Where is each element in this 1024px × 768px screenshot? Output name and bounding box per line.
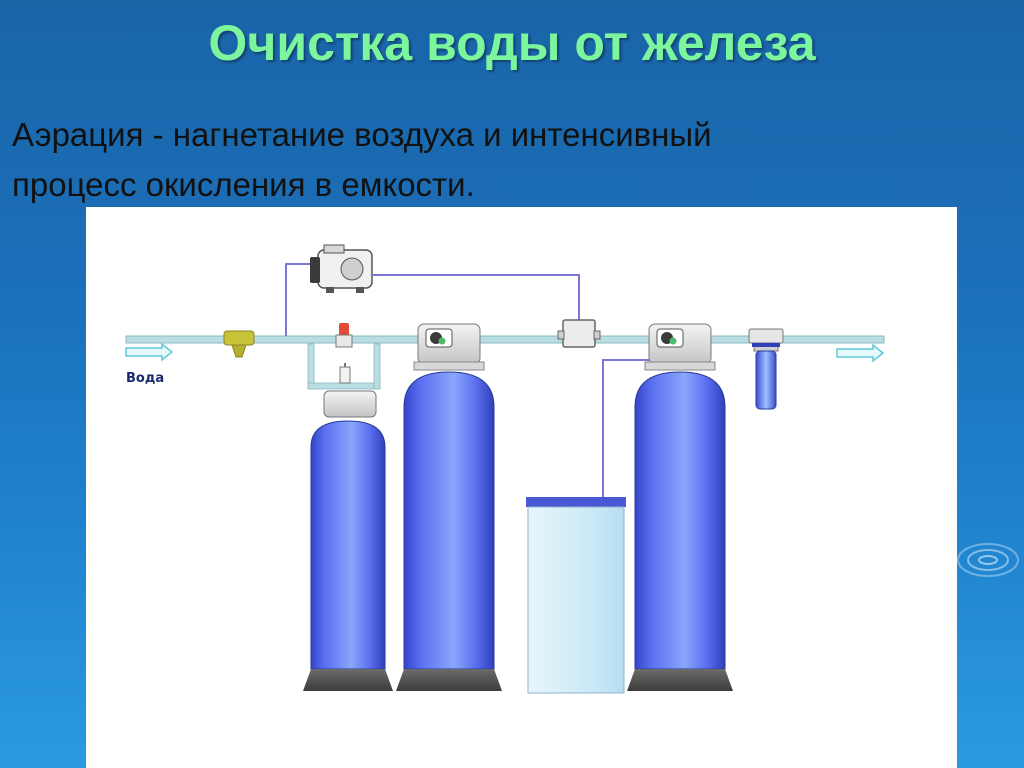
inlet-arrow bbox=[125, 342, 174, 362]
cartridge-filter bbox=[748, 328, 784, 410]
brine-tank bbox=[526, 497, 626, 694]
inlet-label: Вода bbox=[126, 371, 164, 386]
body-line-2: процесс окисления в емкости. bbox=[12, 166, 475, 203]
flow-meter bbox=[557, 319, 601, 348]
body-line-1: Аэрация - нагнетание воздуха и интенсивн… bbox=[12, 116, 712, 153]
slide-title: Очистка воды от железа bbox=[208, 15, 816, 71]
aeration-tank bbox=[303, 390, 393, 691]
aeration-injector bbox=[335, 323, 353, 384]
slide-body: Аэрация - нагнетание воздуха и интенсивн… bbox=[12, 110, 1012, 210]
strainer-valve bbox=[223, 330, 255, 358]
air-compressor bbox=[310, 244, 373, 293]
water-ripple-decoration bbox=[957, 543, 1019, 577]
air-line bbox=[285, 263, 659, 497]
water-treatment-diagram: Вода bbox=[125, 244, 885, 694]
iron-filter-tank bbox=[396, 323, 502, 691]
diagram-panel: Вода bbox=[86, 207, 957, 768]
main-pipe bbox=[125, 335, 885, 390]
softener-tank bbox=[627, 323, 733, 691]
outlet-arrow bbox=[836, 343, 885, 363]
